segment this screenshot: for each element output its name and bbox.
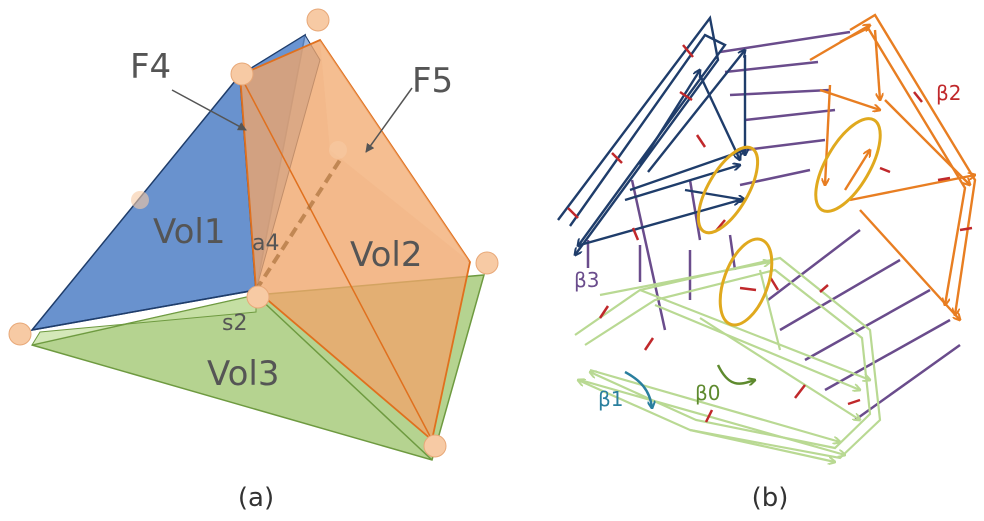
panel-b: β0 β1 β2 β3 (b) [557, 13, 975, 513]
highlight-ellipses [696, 117, 882, 327]
beta1-arrow [624, 370, 652, 408]
label-f4: F4 [130, 47, 171, 87]
green-cells [574, 256, 882, 462]
vol2-shape [239, 38, 471, 442]
vertex [246, 285, 270, 309]
vertex [475, 251, 499, 275]
label-f5: F5 [412, 61, 453, 101]
vertex-markers [8, 8, 499, 458]
label-vol3: Vol3 [207, 354, 280, 394]
label-vol1: Vol1 [153, 212, 226, 252]
label-s2: s2 [222, 311, 247, 336]
label-vol2: Vol2 [350, 235, 423, 275]
vertex [131, 191, 149, 209]
beta3-connectors [586, 30, 961, 422]
label-beta2: β2 [936, 81, 962, 105]
caption-b: (b) [752, 483, 789, 513]
label-beta0: β0 [695, 381, 721, 405]
vertex [329, 141, 347, 159]
label-beta3: β3 [574, 268, 600, 292]
caption-a: (a) [238, 483, 274, 513]
vertex [230, 62, 254, 86]
dark-blue-cells [557, 15, 745, 255]
f4-pointer-arrow [171, 89, 247, 131]
label-a4: a4 [252, 231, 279, 256]
f5-pointer-arrow [365, 87, 413, 153]
orange-cells [809, 13, 975, 320]
panel-a: F4 F5 Vol1 Vol2 Vol3 a4 s2 (a) [8, 8, 499, 513]
beta0-arrow [716, 364, 755, 384]
beta2-marks [567, 44, 973, 423]
vertex [8, 322, 32, 346]
label-beta1: β1 [598, 387, 624, 411]
vertex [423, 434, 447, 458]
vertex [306, 8, 330, 32]
